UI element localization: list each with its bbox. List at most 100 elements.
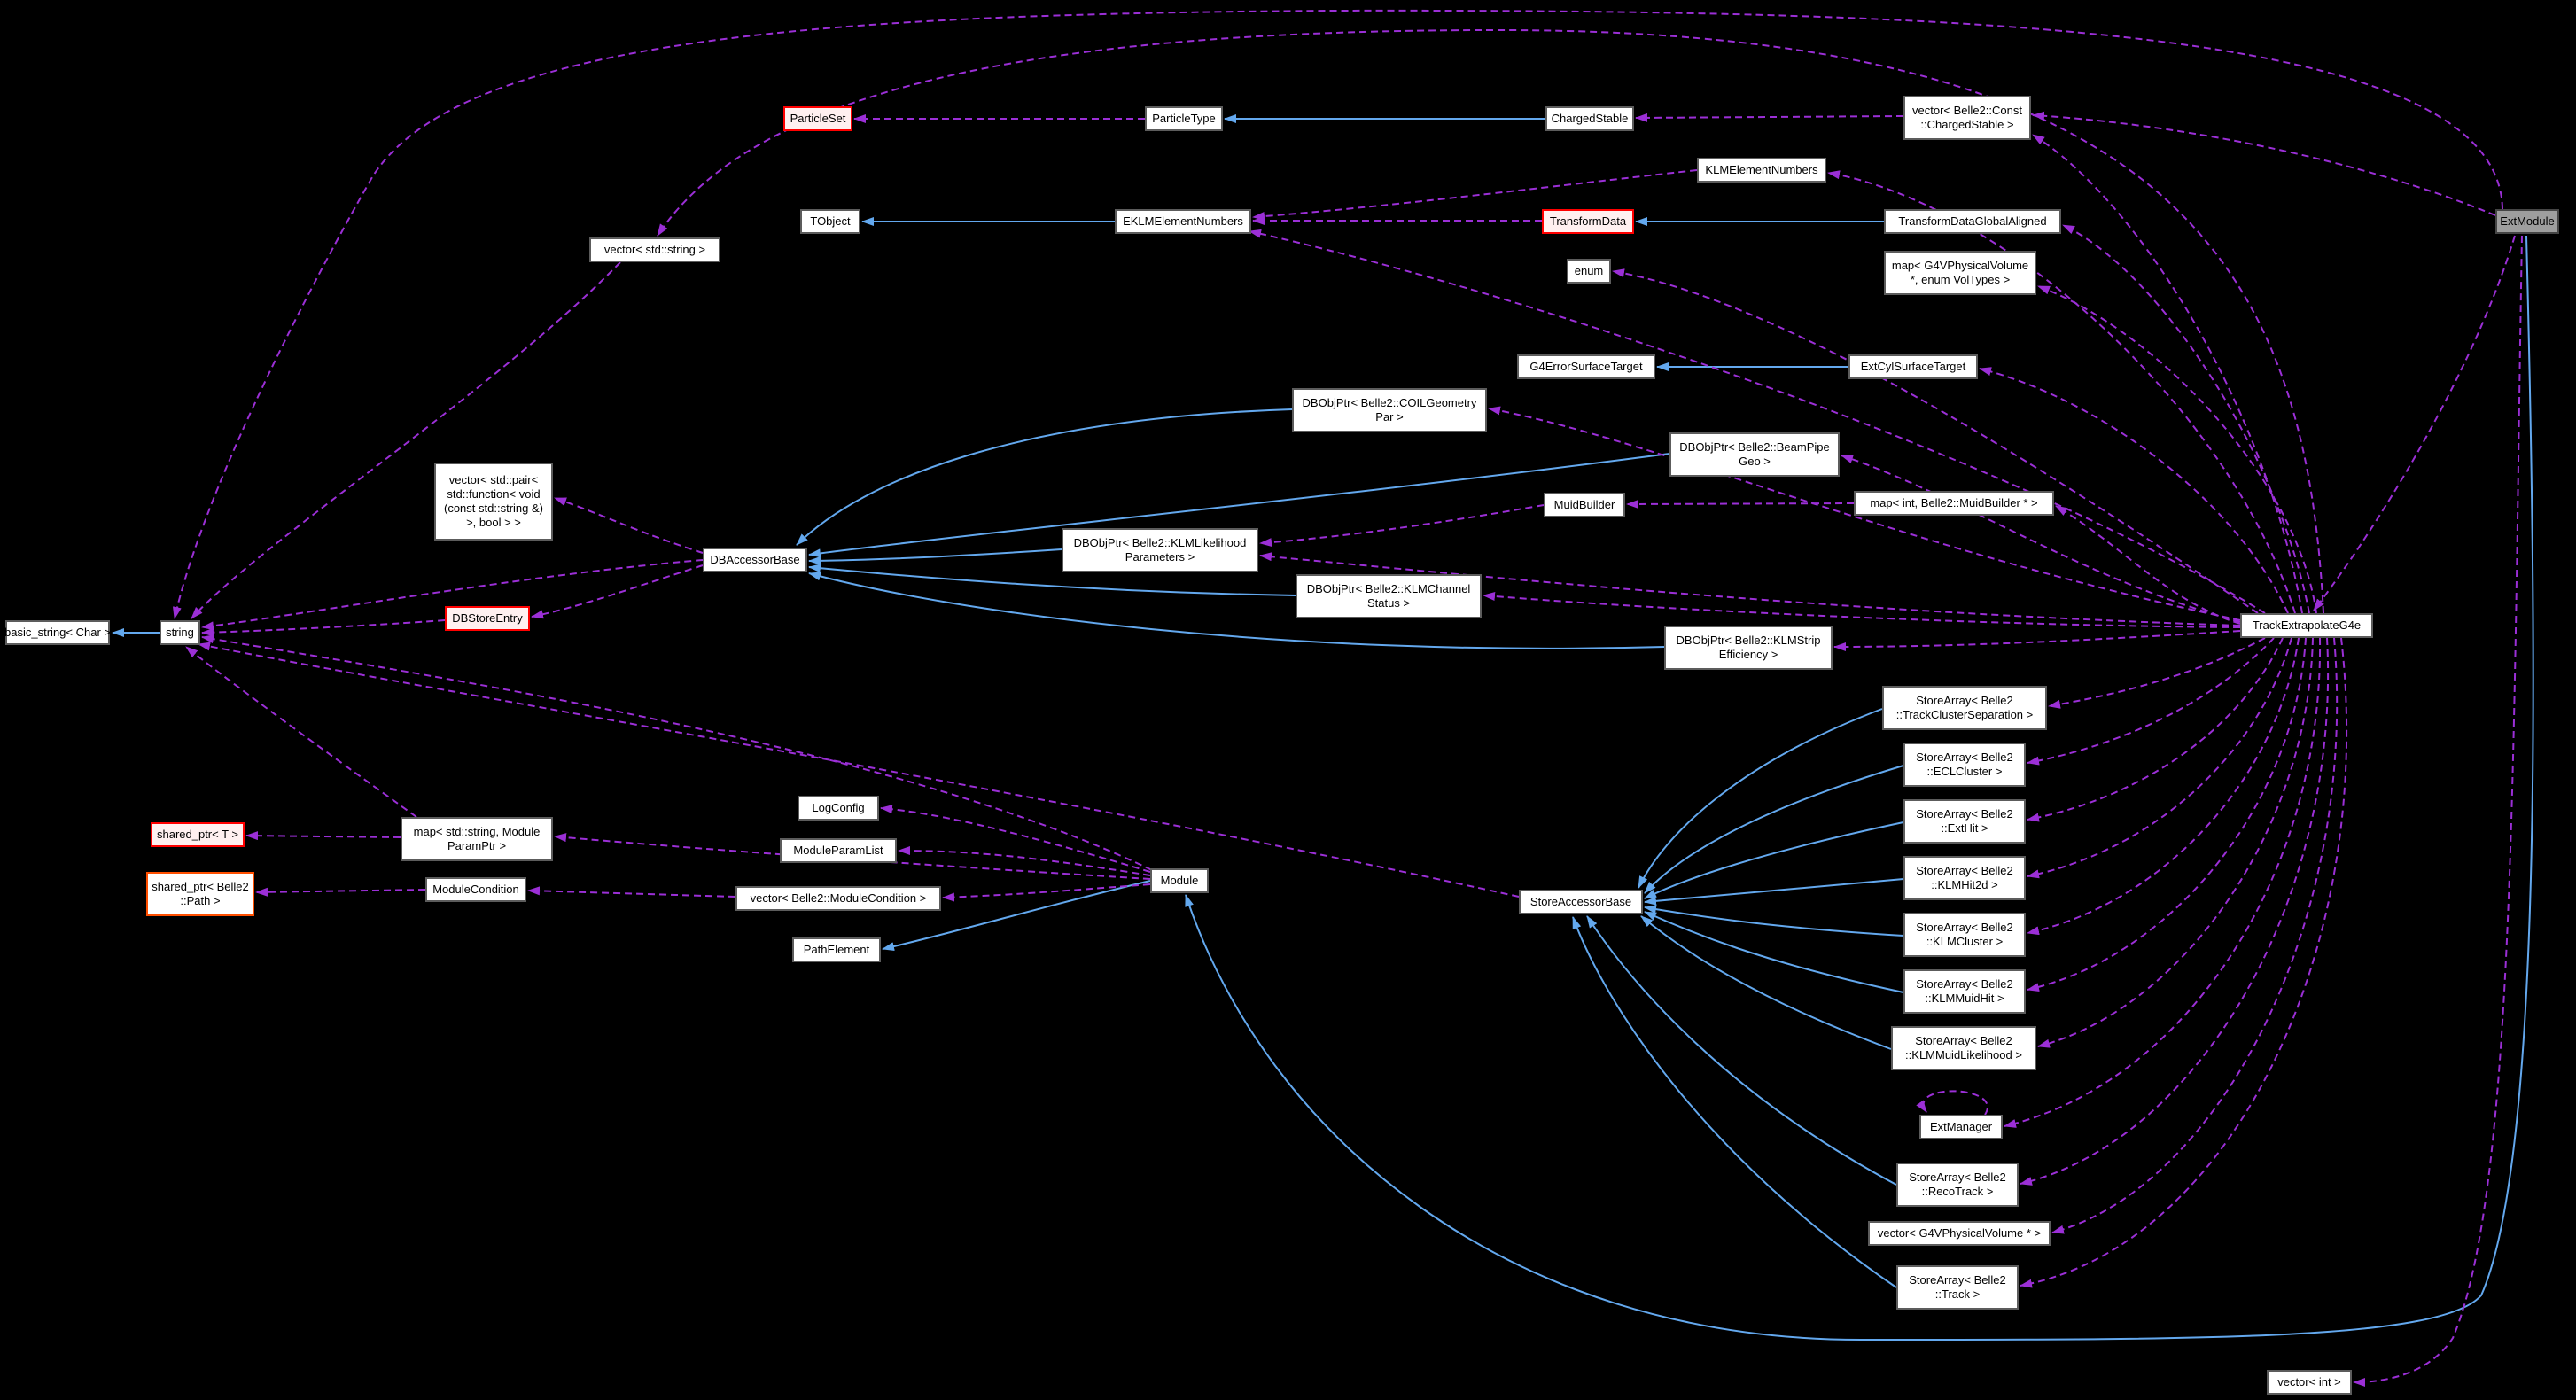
node-label: Efficiency >	[1718, 648, 1778, 661]
node-extmanager[interactable]: ExtManager	[1919, 1115, 2003, 1139]
node-vector-pair-function[interactable]: vector< std::pair<std::function< void(co…	[434, 463, 553, 541]
edge-storearray-klmmuidhit-to-storeaccessorbase	[1644, 911, 1904, 993]
edge-trackextrapolateg4e-to-enum	[1612, 268, 2259, 614]
node-storearray-klmmuidlikelihood[interactable]: StoreArray< Belle2::KLMMuidLikelihood >	[1891, 1026, 2036, 1070]
node-logconfig[interactable]: LogConfig	[798, 796, 879, 821]
node-tobject[interactable]: TObject	[800, 209, 860, 234]
node-particletype[interactable]: ParticleType	[1145, 106, 1223, 131]
node-label: ::Path >	[180, 894, 221, 907]
edge-storearray-eclcluster-to-storeaccessorbase	[1644, 765, 1904, 894]
node-vector-std-string[interactable]: vector< std::string >	[589, 237, 720, 262]
node-chargedstable[interactable]: ChargedStable	[1545, 106, 1634, 131]
node-extmodule[interactable]: ExtModule	[2495, 209, 2559, 234]
node-label: EKLMElementNumbers	[1123, 214, 1243, 228]
edge-storearray-track-to-storeaccessorbase	[1572, 916, 1897, 1288]
edge-dbobjptr-beampipegeo-to-dbaccessorbase	[808, 453, 1670, 558]
node-label: StoreArray< Belle2	[1916, 863, 2013, 877]
node-label: ModuleParamList	[793, 843, 883, 857]
node-klmelementnumbers[interactable]: KLMElementNumbers	[1697, 158, 1826, 183]
node-label: Geo >	[1739, 455, 1771, 468]
edge-dbaccessorbase-to-vector-pair-function	[554, 497, 704, 554]
node-extcylsurfacetarget[interactable]: ExtCylSurfaceTarget	[1848, 354, 1978, 379]
node-shared-ptr-path[interactable]: shared_ptr< Belle2::Path >	[146, 872, 254, 916]
edge-trackextrapolateg4e-to-map-g4vphysicalvolume	[2037, 285, 2317, 614]
node-label: *, enum VolTypes >	[1910, 273, 2011, 286]
node-transformdata[interactable]: TransformData	[1542, 209, 1634, 234]
edge-trackextrapolateg4e-to-dbobjptr-beampipegeo	[1841, 455, 2241, 623]
node-label: DBObjPtr< Belle2::KLMStrip	[1676, 633, 1821, 647]
node-label: shared_ptr< T >	[156, 827, 239, 841]
node-string[interactable]: string	[160, 620, 200, 645]
edge-trackextrapolateg4e-to-storearray-klmcluster	[2027, 637, 2300, 936]
node-label: ChargedStable	[1551, 111, 1629, 125]
node-storearray-klmmuidhit[interactable]: StoreArray< Belle2::KLMMuidHit >	[1903, 969, 2026, 1014]
node-storearray-recotrack[interactable]: StoreArray< Belle2::RecoTrack >	[1896, 1163, 2019, 1207]
edge-trackextrapolateg4e-to-eklmelementnumbers	[1249, 229, 2266, 614]
node-label: shared_ptr< Belle2	[152, 879, 249, 893]
node-moduleparamlist[interactable]: ModuleParamList	[780, 838, 897, 863]
node-label: string	[166, 625, 194, 639]
node-storearray-klmhit2d[interactable]: StoreArray< Belle2::KLMHit2d >	[1903, 856, 2026, 900]
node-g4errorsurfacetarget[interactable]: G4ErrorSurfaceTarget	[1517, 354, 1655, 379]
node-transformdataglobalaligned[interactable]: TransformDataGlobalAligned	[1884, 209, 2061, 234]
node-label: ::KLMMuidHit >	[1925, 992, 2004, 1005]
node-dbstoreentry[interactable]: DBStoreEntry	[445, 606, 530, 631]
node-label: >, bool > >	[466, 516, 521, 530]
node-label: vector< std::pair<	[448, 472, 539, 486]
node-label: (const std::string &)	[444, 502, 543, 515]
node-enum[interactable]: enum	[1567, 259, 1611, 284]
node-label: ::TrackClusterSeparation >	[1895, 708, 2034, 721]
node-storeaccessorbase[interactable]: StoreAccessorBase	[1519, 890, 1643, 914]
node-label: StoreArray< Belle2	[1909, 1170, 2006, 1184]
node-label: Module	[1160, 873, 1199, 887]
node-storearray-klmcluster[interactable]: StoreArray< Belle2::KLMCluster >	[1903, 913, 2026, 957]
edge-trackextrapolateg4e-to-extmanager	[2004, 637, 2322, 1128]
node-pathelement[interactable]: PathElement	[792, 937, 881, 962]
edge-storearray-recotrack-to-storeaccessorbase	[1586, 915, 1897, 1186]
node-label: StoreArray< Belle2	[1915, 1033, 2012, 1047]
node-muidbuilder[interactable]: MuidBuilder	[1544, 493, 1625, 517]
edge-storearray-exthit-to-storeaccessorbase	[1644, 821, 1904, 899]
node-trackextrapolateg4e[interactable]: TrackExtrapolateG4e	[2240, 613, 2373, 638]
node-vector-g4vphysicalvolume[interactable]: vector< G4VPhysicalVolume * >	[1868, 1221, 2051, 1246]
node-vector-int[interactable]: vector< int >	[2267, 1370, 2352, 1395]
node-basic-string[interactable]: basic_string< Char >	[4, 620, 111, 645]
node-label: ExtManager	[1929, 1119, 1993, 1133]
node-label: ::KLMHit2d >	[1931, 878, 1998, 891]
node-label: ::ChargedStable >	[1920, 118, 2014, 131]
node-eklmelementnumbers[interactable]: EKLMElementNumbers	[1115, 209, 1251, 234]
node-label: ParamPtr >	[447, 839, 507, 852]
edge-modulecondition-to-shared-ptr-path	[255, 887, 426, 897]
node-storearray-eclcluster[interactable]: StoreArray< Belle2::ECLCluster >	[1903, 743, 2026, 787]
node-vector-modulecondition[interactable]: vector< Belle2::ModuleCondition >	[735, 886, 941, 911]
node-label: map< std::string, Module	[413, 824, 541, 838]
node-particleset[interactable]: ParticleSet	[783, 106, 852, 131]
edge-module-to-string	[201, 634, 1153, 871]
node-modulecondition[interactable]: ModuleCondition	[425, 877, 526, 902]
node-storearray-track[interactable]: StoreArray< Belle2::Track >	[1896, 1265, 2019, 1310]
edge-dbobjptr-klmchannelstatus-to-dbaccessorbase	[808, 564, 1296, 596]
node-vector-chargedstable[interactable]: vector< Belle2::Const::ChargedStable >	[1903, 96, 2031, 140]
node-label: vector< int >	[2277, 1374, 2341, 1388]
edge-storearray-klmmuidlikelihood-to-storeaccessorbase	[1640, 915, 1892, 1050]
node-map-g4vphysicalvolume[interactable]: map< G4VPhysicalVolume*, enum VolTypes >	[1884, 251, 2036, 295]
node-label: TrackExtrapolateG4e	[2252, 618, 2362, 632]
node-module[interactable]: Module	[1150, 868, 1209, 893]
node-label: TObject	[810, 214, 851, 228]
edge-dbobjptr-coilgeometrypar-to-dbaccessorbase	[796, 408, 1293, 546]
node-dbaccessorbase[interactable]: DBAccessorBase	[703, 548, 807, 572]
node-storearray-trackclusterseparation[interactable]: StoreArray< Belle2::TrackClusterSeparati…	[1882, 686, 2047, 730]
node-storearray-exthit[interactable]: StoreArray< Belle2::ExtHit >	[1903, 799, 2026, 844]
edge-trackextrapolateg4e-to-map-int-muidbuilder	[2055, 505, 2241, 625]
node-map-int-muidbuilder[interactable]: map< int, Belle2::MuidBuilder * >	[1854, 491, 2054, 516]
edge-extmanager-to-extmanager	[1916, 1090, 1988, 1116]
node-shared-ptr-t[interactable]: shared_ptr< T >	[151, 822, 245, 847]
node-label: ParticleSet	[790, 111, 846, 125]
